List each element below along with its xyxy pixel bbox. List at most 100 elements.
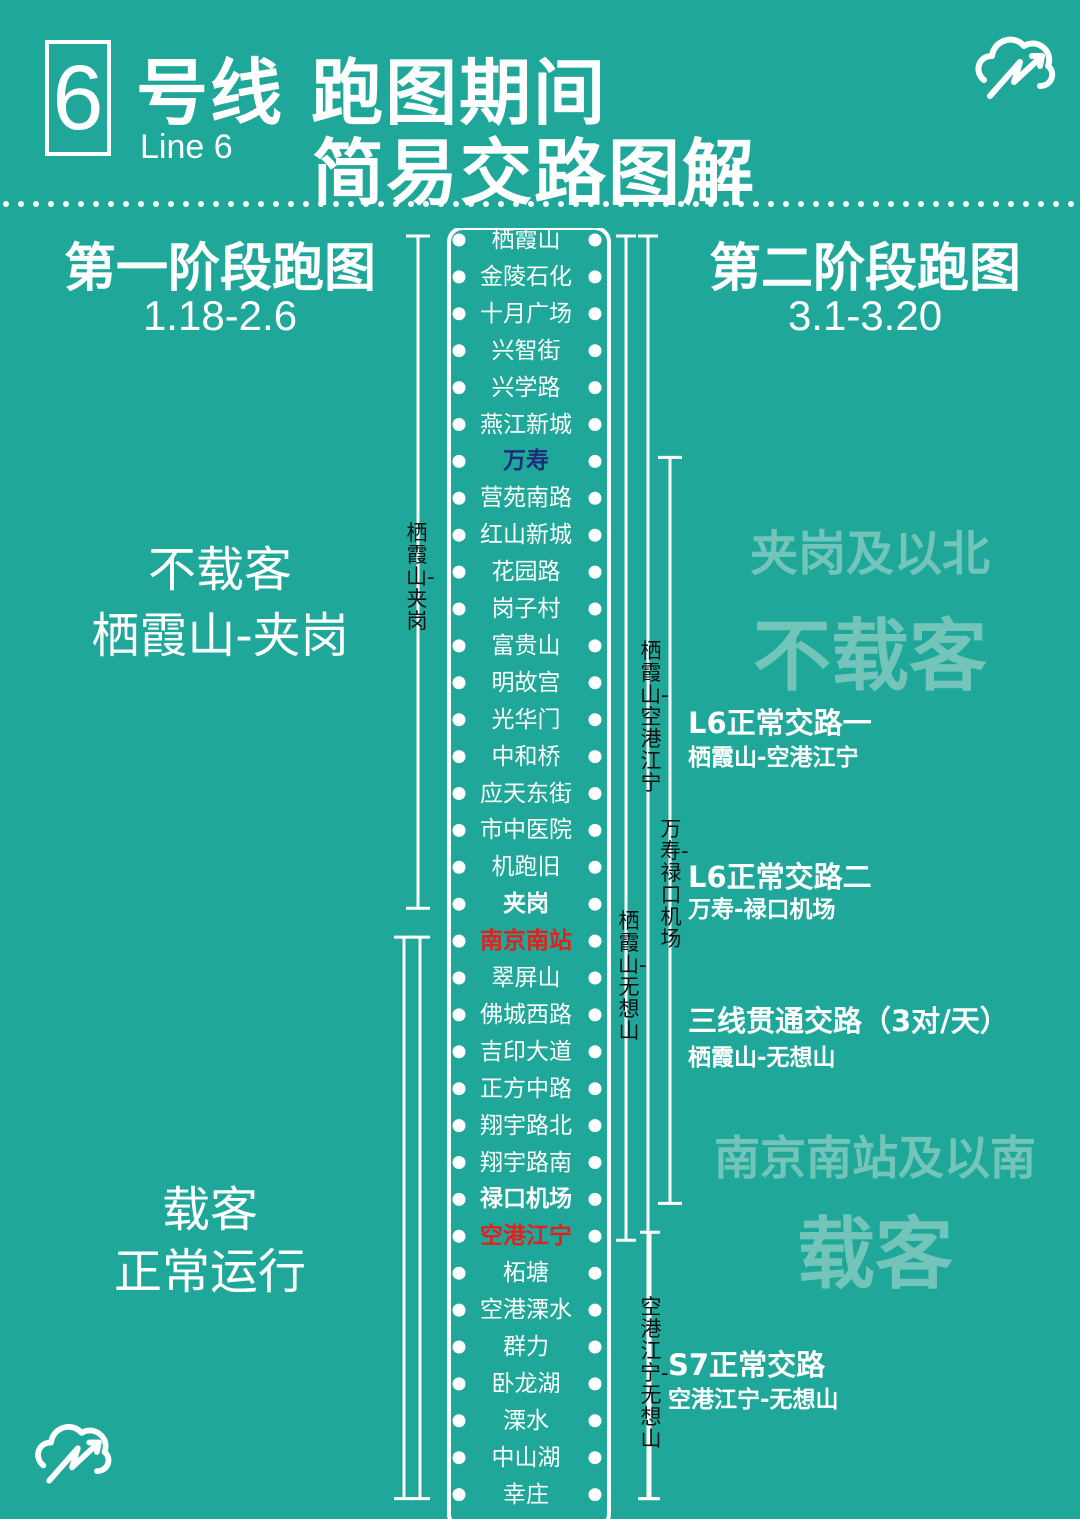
separator-dot: [528, 201, 534, 207]
separator-dot: [873, 201, 879, 207]
station-dot: [452, 1008, 466, 1022]
separator-dot: [1068, 201, 1074, 207]
route3-bracket-label: 栖霞山-无想山: [618, 909, 647, 1043]
station-dot: [452, 1119, 466, 1133]
station-34: 幸庄: [503, 1481, 549, 1508]
separator-dot: [783, 201, 789, 207]
station-dot: [588, 307, 602, 321]
station-dot: [588, 1377, 602, 1391]
station-dot: [452, 491, 466, 505]
station-dot: [452, 676, 466, 690]
station-dot: [588, 1340, 602, 1354]
separator-dot: [708, 201, 714, 207]
route3-title: 三线贯通交路（3对/天）: [688, 1004, 1009, 1038]
separator-dot: [573, 201, 579, 207]
line-track: [447, 228, 611, 1519]
station-dot: [588, 454, 602, 468]
station-dot: [452, 1156, 466, 1169]
station-dot: [588, 233, 602, 247]
route1-title: L6正常交路一: [688, 706, 872, 740]
station-dot: [588, 602, 602, 616]
separator-dot: [993, 201, 999, 207]
route4-sub: 空港江宁-无想山: [668, 1387, 839, 1413]
station-dot: [452, 307, 466, 321]
station-dot: [452, 233, 466, 247]
station-dot: [452, 528, 466, 542]
track-outline: [447, 228, 611, 1519]
separator-dot: [813, 201, 819, 207]
separator-dot: [33, 201, 39, 207]
separator-dot: [333, 201, 339, 207]
cloud-arrow-logo-bottom-icon: [35, 1424, 112, 1484]
station-dot: [588, 1414, 602, 1428]
dotted-separator: [3, 201, 1074, 207]
station-dot: [588, 860, 602, 874]
separator-dot: [633, 201, 639, 207]
route2-bracket-label: 万寿-禄口机场: [660, 817, 689, 951]
station-dot: [452, 1192, 466, 1206]
page-title-line1: 号线 跑图期间: [136, 51, 608, 135]
station-22: 吉印大道: [480, 1038, 572, 1065]
station-dot: [588, 934, 602, 948]
station-30: 群力: [503, 1334, 549, 1360]
separator-dot: [693, 201, 699, 207]
separator-dot: [588, 201, 594, 207]
route4-bracket: [640, 1230, 660, 1501]
separator-dot: [243, 201, 249, 207]
separator-dot: [963, 201, 969, 207]
line-name-en: Line 6: [140, 128, 233, 166]
phase1-title: 第一阶段跑图: [63, 239, 376, 299]
station-2: 十月广场: [480, 300, 572, 327]
separator-dot: [288, 201, 294, 207]
separator-dot: [378, 201, 384, 207]
separator-dot: [48, 201, 54, 207]
station-dot: [588, 1303, 602, 1317]
separator-dot: [543, 201, 549, 207]
station-dot: [588, 750, 602, 764]
phase1-no-passenger: 不载客: [147, 542, 292, 598]
separator-dot: [183, 201, 189, 207]
station-7: 营苑南路: [480, 485, 572, 512]
separator-dot: [63, 201, 69, 207]
line-number-box: 6: [45, 40, 111, 156]
separator-dot: [138, 201, 144, 207]
separator-dot: [168, 201, 174, 207]
route1-sub: 栖霞山-空港江宁: [688, 745, 859, 771]
separator-dot: [948, 201, 954, 207]
station-dot: [452, 1377, 466, 1391]
separator-dot: [768, 201, 774, 207]
station-3: 兴智街: [491, 337, 561, 364]
separator-dot: [228, 201, 234, 207]
station-dot: [588, 1266, 602, 1280]
station-13: 光华门: [491, 706, 561, 733]
station-12: 明故宫: [491, 669, 561, 696]
station-dot: [452, 1082, 466, 1096]
station-dot: [588, 1488, 602, 1502]
station-dot: [452, 565, 466, 579]
station-dot: [452, 1340, 466, 1354]
separator-dot: [1008, 201, 1014, 207]
station-dot: [588, 1229, 602, 1243]
station-dot: [452, 381, 466, 395]
station-33: 中山湖: [491, 1444, 561, 1471]
separator-dot: [93, 201, 99, 207]
station-14: 中和桥: [491, 743, 561, 770]
separator-dot: [213, 201, 219, 207]
station-6: 万寿: [503, 448, 549, 475]
station-dot: [588, 1192, 602, 1206]
separator-dot: [513, 201, 519, 207]
station-8: 红山新城: [480, 522, 572, 549]
separator-dot: [78, 201, 84, 207]
separator-dot: [423, 201, 429, 207]
station-dot: [588, 1045, 602, 1059]
phase1-normal-operation: 正常运行: [113, 1244, 306, 1300]
route4-title: S7正常交路: [668, 1348, 826, 1382]
separator-dot: [303, 201, 309, 207]
separator-dot: [858, 201, 864, 207]
route4-bracket-label: 空港江宁-无想山: [640, 1295, 669, 1451]
station-29: 空港溧水: [480, 1297, 572, 1324]
separator-dot: [108, 201, 114, 207]
separator-dot: [1038, 201, 1044, 207]
separator-dot: [1023, 201, 1029, 207]
separator-dot: [483, 201, 489, 207]
